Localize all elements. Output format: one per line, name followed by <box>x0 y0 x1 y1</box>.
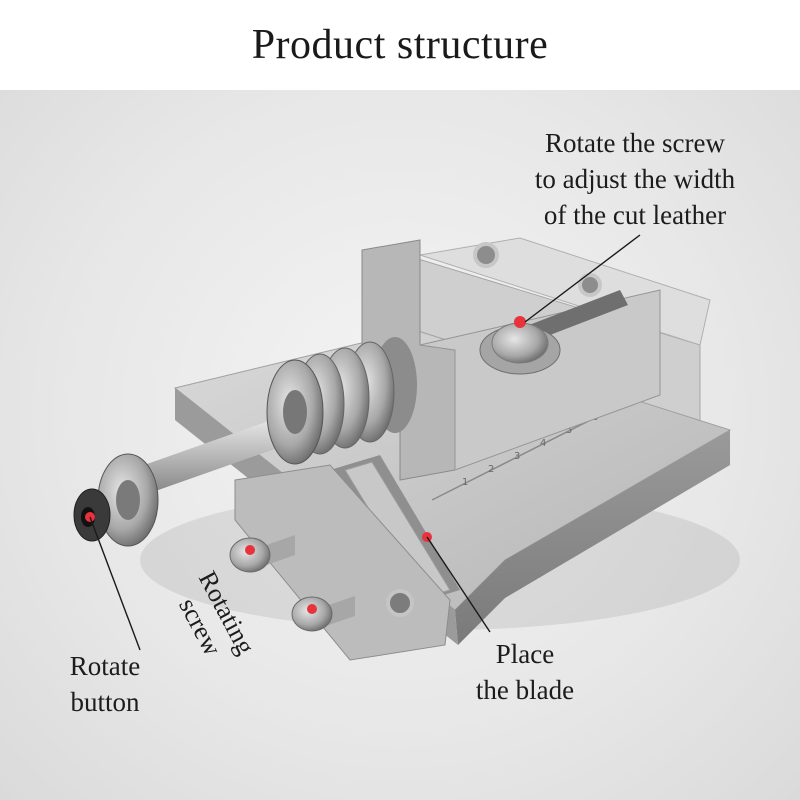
annotation-screw-adjust: Rotate the screw to adjust the width of … <box>500 125 770 233</box>
annotation-place-blade: Place the blade <box>450 636 600 708</box>
mount-hole <box>386 589 414 617</box>
annotation-line: to adjust the width <box>534 164 736 194</box>
roller-shaft <box>130 410 300 500</box>
annotation-line: the blade <box>475 675 575 705</box>
rotating-screw-1[interactable] <box>229 535 295 573</box>
ruler-tick-label: 1 <box>462 477 468 488</box>
mount-hole <box>473 242 499 268</box>
leader-lines <box>89 234 641 651</box>
marker-dot <box>307 604 317 614</box>
annotation-line: button <box>70 687 140 717</box>
annotation-rotate-button: Rotate button <box>40 648 170 720</box>
ruler-tick-label: 5 <box>566 425 572 436</box>
clamp-block <box>234 464 451 661</box>
rotating-screw-2[interactable] <box>291 596 355 632</box>
bearing-stack <box>266 337 417 465</box>
annotation-line: Rotate the screw <box>545 128 725 158</box>
marker-dot <box>245 545 255 555</box>
annotation-line: Rotate <box>69 651 141 681</box>
marker-dot <box>514 316 526 328</box>
ruler-tick-label: 2 <box>488 464 494 475</box>
page-title: Product structure <box>251 22 549 68</box>
rotate-button[interactable] <box>73 453 159 547</box>
annotation-line: Place <box>495 639 555 669</box>
adjustment-screw[interactable] <box>479 316 561 375</box>
mount-hole <box>578 273 602 297</box>
leader-line-rotate <box>89 516 141 651</box>
leader-line-blade <box>426 536 491 633</box>
annotation-line: of the cut leather <box>543 200 727 230</box>
ruler-tick-label: 3 <box>514 451 520 462</box>
leader-line-screw <box>524 234 641 323</box>
ruler-tick-label: 4 <box>540 438 546 449</box>
header: Product structure <box>0 0 800 90</box>
